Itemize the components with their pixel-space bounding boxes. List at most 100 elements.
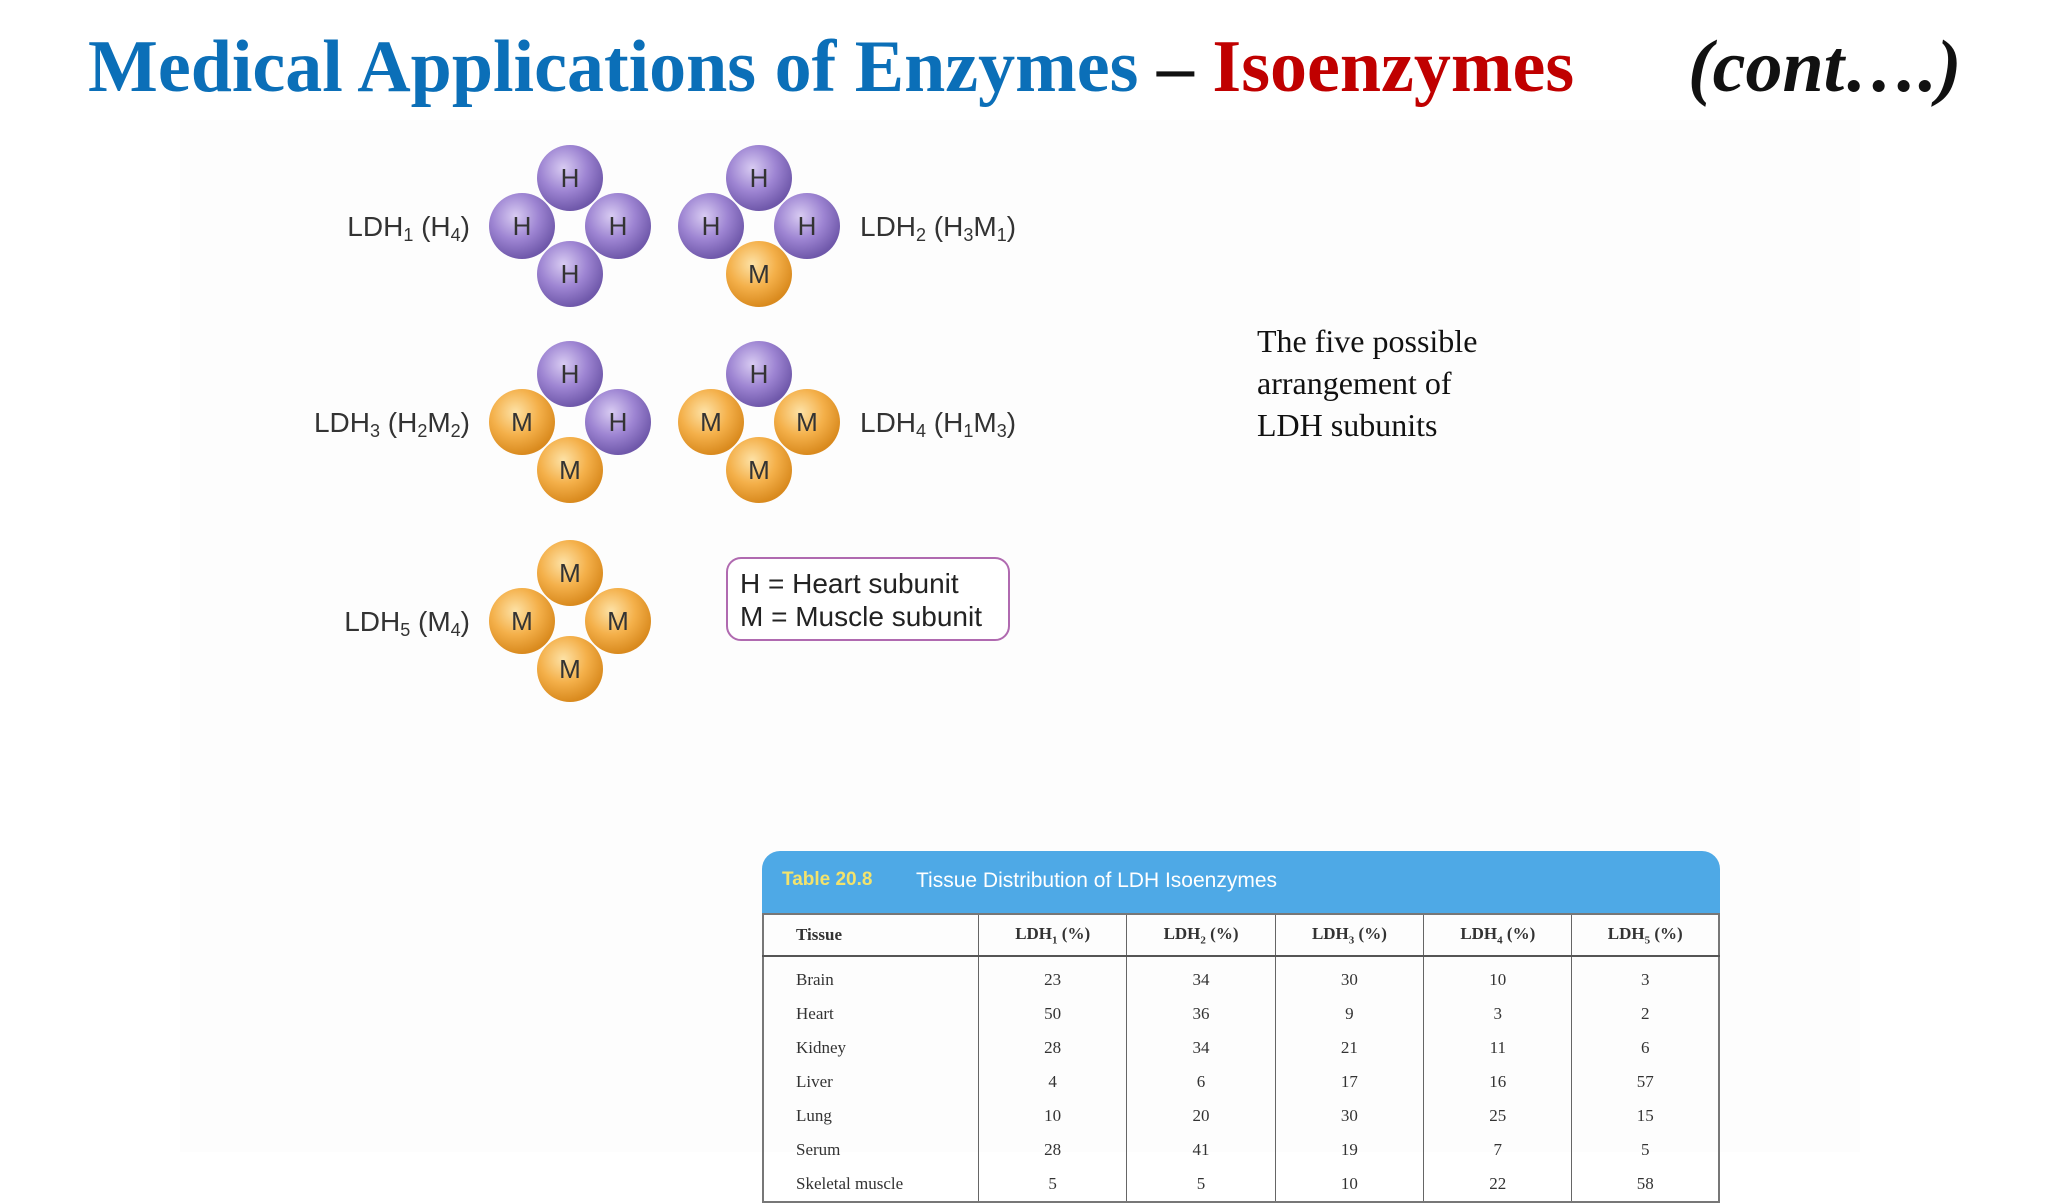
percent-cell: 3 bbox=[1640, 970, 1650, 989]
legend-box: H = Heart subunit M = Muscle subunit bbox=[726, 557, 1010, 641]
column-header-ldh: LDH5 (%) bbox=[1571, 914, 1719, 957]
subunit-letter: H bbox=[750, 359, 769, 389]
subunit-letter: H bbox=[702, 211, 721, 241]
molecule-label: LDH1 (H4) bbox=[347, 211, 470, 245]
percent-cell: 10 bbox=[1275, 1167, 1425, 1202]
subunit-letter: H bbox=[561, 163, 580, 193]
column-header-ldh: LDH2 (%) bbox=[1126, 914, 1276, 957]
title-cont: (cont….) bbox=[1688, 26, 1962, 108]
percent-cell: 30 bbox=[1275, 1099, 1425, 1133]
ldh-distribution-table: Table 20.8 Tissue Distribution of LDH Is… bbox=[762, 851, 1720, 1203]
heart-subunit bbox=[774, 193, 840, 259]
legend-heart: H = Heart subunit bbox=[740, 568, 959, 599]
muscle-subunit bbox=[726, 437, 792, 503]
percent-cell: 41 bbox=[1126, 1133, 1276, 1167]
percent-cell: 9 bbox=[1275, 997, 1425, 1031]
percent-cell: 25 bbox=[1423, 1099, 1573, 1133]
tissue-cell: Skeletal muscle bbox=[763, 1167, 979, 1202]
muscle-subunit bbox=[774, 389, 840, 455]
molecule-label: LDH3 (H2M2) bbox=[314, 407, 470, 441]
column-header-tissue: Tissue bbox=[763, 914, 979, 957]
subunit-letter: M bbox=[559, 455, 581, 485]
table-number: Table 20.8 bbox=[782, 869, 873, 890]
title-main: Medical Applications of Enzymes bbox=[88, 26, 1139, 108]
percent-cell: 19 bbox=[1275, 1133, 1425, 1167]
table-caption: Tissue Distribution of LDH Isoenzymes bbox=[916, 869, 1278, 892]
diagram-caption: The five possible arrangement of LDH sub… bbox=[1257, 320, 1477, 446]
muscle-subunit bbox=[489, 389, 555, 455]
percent-cell: 57 bbox=[1636, 1072, 1654, 1091]
percent-cell: 34 bbox=[1126, 956, 1276, 997]
percent-cell: 6 bbox=[1640, 1038, 1650, 1057]
muscle-subunit bbox=[726, 241, 792, 307]
subunit-letter: H bbox=[513, 211, 532, 241]
subunit-letter: M bbox=[511, 407, 533, 437]
subunit-letter: H bbox=[561, 259, 580, 289]
subunit-letter: H bbox=[750, 163, 769, 193]
percent-cell: 28 bbox=[978, 1133, 1128, 1167]
caption-line-2: arrangement of bbox=[1257, 365, 1452, 401]
subunit-letter: H bbox=[798, 211, 817, 241]
molecule-label: LDH5 (M4) bbox=[344, 606, 470, 640]
percent-cell: 5 bbox=[1126, 1167, 1276, 1202]
muscle-subunit bbox=[585, 588, 651, 654]
percent-cell: 30 bbox=[1275, 956, 1425, 997]
muscle-subunit bbox=[537, 540, 603, 606]
percent-cell: 50 bbox=[978, 997, 1128, 1031]
percent-cell: 21 bbox=[1275, 1031, 1425, 1065]
percent-cell: 11 bbox=[1423, 1031, 1573, 1065]
percent-cell: 20 bbox=[1126, 1099, 1276, 1133]
tissue-cell: Heart bbox=[763, 997, 979, 1031]
percent-cell: 17 bbox=[1275, 1065, 1425, 1099]
tissue-cell: Brain bbox=[763, 956, 979, 997]
subunit-letter: M bbox=[748, 455, 770, 485]
subunit-letter: M bbox=[511, 606, 533, 636]
subunit-letter: M bbox=[796, 407, 818, 437]
percent-cell: 6 bbox=[1126, 1065, 1276, 1099]
caption-line-1: The five possible bbox=[1257, 323, 1478, 359]
tissue-cell: Lung bbox=[763, 1099, 979, 1133]
column-header-ldh: LDH1 (%) bbox=[978, 914, 1128, 957]
molecule-labels-group: LDH1 (H4)LDH2 (H3M1)LDH3 (H2M2)LDH4 (H1M… bbox=[314, 211, 1016, 640]
subunit-letter: H bbox=[561, 359, 580, 389]
percent-cell: 28 bbox=[978, 1031, 1128, 1065]
subunit-letter: H bbox=[609, 407, 628, 437]
heart-subunit bbox=[726, 341, 792, 407]
percent-cell: 34 bbox=[1126, 1031, 1276, 1065]
percent-cell: 2 bbox=[1640, 1004, 1650, 1023]
tissue-cell: Kidney bbox=[763, 1031, 979, 1065]
heart-subunit bbox=[537, 341, 603, 407]
percent-cell: 16 bbox=[1423, 1065, 1573, 1099]
muscle-subunit bbox=[537, 636, 603, 702]
subunit-letter: M bbox=[559, 558, 581, 588]
heart-subunit bbox=[585, 193, 651, 259]
muscle-subunit bbox=[537, 437, 603, 503]
heart-subunit bbox=[678, 193, 744, 259]
table-caption-bar: Table 20.8 Tissue Distribution of LDH Is… bbox=[762, 851, 1720, 913]
percent-cell: 15 bbox=[1636, 1106, 1654, 1125]
title-dash: – bbox=[1156, 26, 1194, 108]
percent-cell: 10 bbox=[1423, 956, 1573, 997]
percent-cell: 22 bbox=[1423, 1167, 1573, 1202]
percent-cell: 36 bbox=[1126, 997, 1276, 1031]
column-header-ldh: LDH4 (%) bbox=[1423, 914, 1573, 957]
percent-cell: 58 bbox=[1636, 1174, 1654, 1193]
tissue-cell: Serum bbox=[763, 1133, 979, 1167]
heart-subunit bbox=[537, 145, 603, 211]
